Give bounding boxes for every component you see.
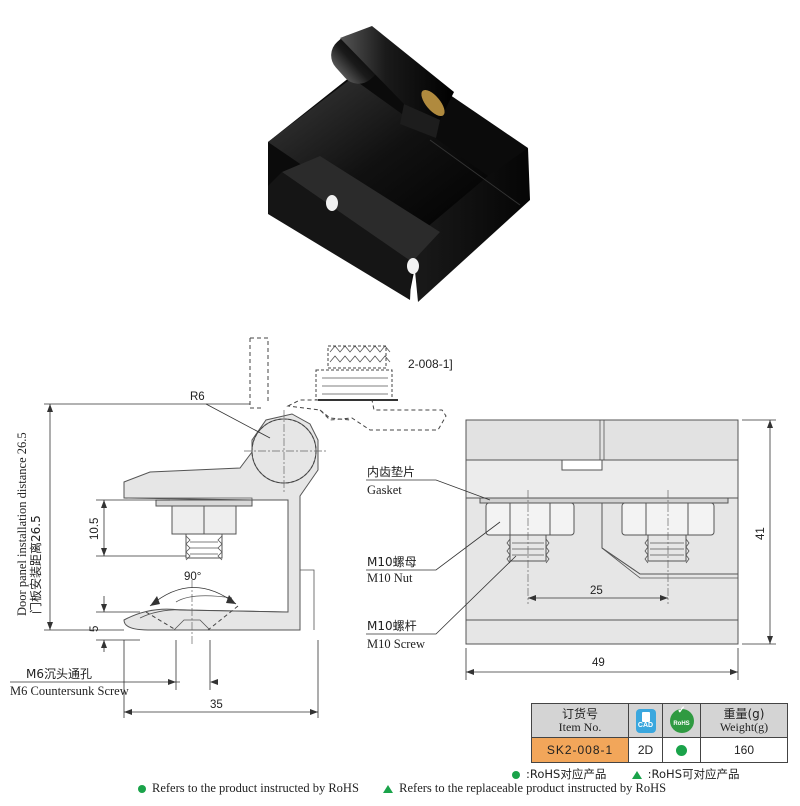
countersunk-label-en: M6 Countersunk Screw: [10, 684, 129, 698]
item-no-cell: SK2-008-1: [531, 737, 629, 763]
alt-screw: [315, 345, 398, 401]
side-nut: [155, 499, 253, 561]
dim-5: 5: [89, 626, 101, 632]
item-no-header: 订货号 Item No.: [531, 703, 629, 738]
countersunk-label-cn: M6沉头通孔: [26, 667, 92, 681]
rohs-dot-icon: [512, 770, 520, 779]
legend-en: Refers to the product instructed by RoHS…: [138, 781, 666, 796]
vertical-label-en: Door panel installation distance 26.5: [15, 432, 29, 616]
weight-header: 重量(g) Weight(g): [700, 703, 788, 738]
part-ref-label: 2-008-1]: [408, 357, 453, 371]
screw-label-en: M10 Screw: [367, 637, 425, 651]
dim-49: 49: [592, 657, 605, 669]
rohs-cell: [662, 737, 701, 763]
vertical-label-cn: 门板安装距离26.5: [28, 515, 43, 614]
rohs-icon: RoHS: [669, 704, 694, 733]
weight-cell: 160: [700, 737, 788, 763]
dim-25: 25: [590, 585, 603, 597]
screw-label-cn: M10螺杆: [367, 619, 417, 633]
rohs-dot-icon: [138, 785, 146, 794]
nut-label-en: M10 Nut: [367, 571, 413, 585]
legend-tri-cn-text: :RoHS可对应产品: [647, 767, 740, 781]
legend-dot-cn-text: :RoHS对应产品: [526, 767, 607, 781]
cad-icon: CAD: [635, 708, 656, 733]
radius-label: R6: [190, 391, 205, 403]
cad-header: CAD: [628, 703, 663, 738]
legend-dot-en-text: Refers to the product instructed by RoHS: [152, 781, 359, 795]
gasket-label-cn: 内齿垫片: [367, 464, 415, 479]
spec-data-row: SK2-008-1 2D 160: [531, 737, 788, 763]
dim-35: 35: [210, 699, 223, 711]
rohs-triangle-icon: [383, 785, 394, 794]
hinge-photo: [268, 26, 530, 302]
spec-header-row: 订货号 Item No. CAD RoHS 重量(g) Weight(g): [531, 703, 788, 738]
dim-10-5: 10.5: [89, 518, 101, 540]
front-nut-left: [485, 490, 575, 604]
angle-label: 90°: [184, 571, 201, 583]
rohs-triangle-icon: [631, 770, 642, 779]
cad-cell: 2D: [628, 737, 663, 763]
legend-tri-en-text: Refers to the replaceable product instru…: [399, 781, 667, 795]
gasket-label-en: Gasket: [367, 483, 402, 497]
front-nut-right: [621, 490, 715, 604]
spec-table: 订货号 Item No. CAD RoHS 重量(g) Weight(g) SK…: [531, 703, 788, 763]
legend-cn: :RoHS对应产品 :RoHS可对应产品: [512, 766, 740, 782]
rohs-header: RoHS: [662, 703, 701, 738]
side-view: 2-008-1] 90° R6: [10, 337, 453, 718]
dim-41: 41: [755, 527, 767, 540]
rohs-dot-icon: [676, 745, 687, 757]
nut-label-cn: M10螺母: [367, 555, 417, 569]
front-view: 25 49 41 内齿垫片 Gasket M10螺母 M10 Nut M10螺杆…: [366, 419, 776, 680]
